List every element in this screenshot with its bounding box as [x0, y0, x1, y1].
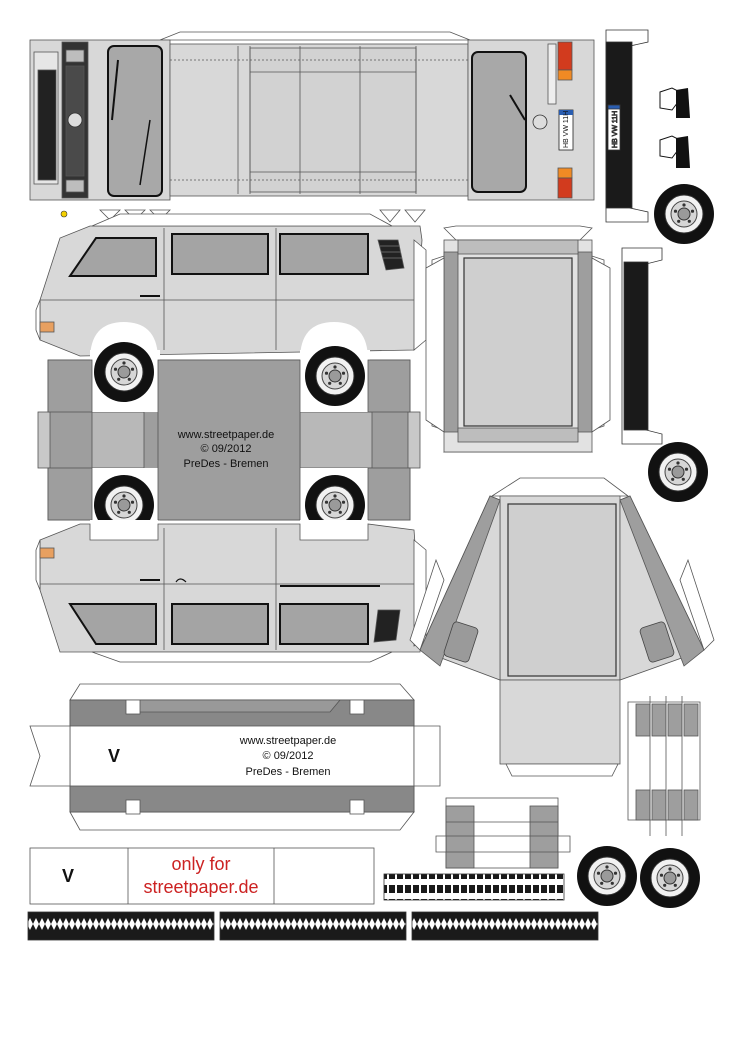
notice-strip — [29, 847, 375, 905]
notice-line-1: only for — [171, 854, 230, 874]
tire-tread-icon — [27, 873, 599, 941]
wheel-icon — [576, 845, 638, 907]
base-strip — [29, 683, 441, 831]
rear-license-plate: HB VW 11H — [558, 109, 574, 151]
credit-url: www.streetpaper.de — [177, 429, 275, 441]
side-body-lower — [35, 523, 427, 663]
cab-interior-part — [409, 477, 715, 777]
base-credit: www.streetpaper.de © 09/2012 PreDes - Br… — [239, 735, 337, 778]
vw-logo-icon — [67, 112, 83, 128]
front-bumper-part: HB VW 11H — [605, 29, 649, 223]
rear-window — [471, 51, 527, 193]
notice-text: only for streetpaper.de — [143, 854, 258, 897]
wheel-icon — [647, 441, 709, 503]
cab-seat — [639, 621, 675, 663]
credit-url-2: www.streetpaper.de — [239, 735, 337, 747]
strip-mark: V — [62, 866, 74, 886]
rear-plate-text: HB VW 11H — [563, 111, 570, 148]
credit-copyright: © 09/2012 — [201, 443, 252, 455]
wheel-icon — [93, 341, 155, 403]
indicator-icon — [60, 210, 68, 218]
pillar-parts — [627, 696, 701, 836]
vw-logo-icon — [532, 114, 548, 130]
wheel-icon — [653, 183, 715, 245]
credit-copyright-2: © 09/2012 — [263, 750, 314, 762]
credit-author-2: PreDes - Bremen — [246, 766, 331, 778]
wheel-icon — [639, 847, 701, 909]
windshield-wiper-icon — [509, 94, 526, 121]
rear-bumper-part — [621, 247, 663, 445]
side-body-upper — [35, 213, 427, 357]
front-plate-text: HB VW 11H — [612, 111, 619, 148]
credit-author: PreDes - Bremen — [184, 458, 269, 470]
roof-strip — [29, 31, 595, 223]
interior-box-upper — [425, 225, 611, 453]
mirror-icon — [659, 87, 690, 168]
front-grille — [37, 69, 57, 181]
windshield-wiper-icon — [111, 59, 119, 121]
wheel-icon — [304, 345, 366, 407]
notice-line-2: streetpaper.de — [143, 877, 258, 897]
front-windshield — [107, 45, 163, 197]
floor-credit: www.streetpaper.de © 09/2012 PreDes - Br… — [177, 429, 275, 470]
cab-seat — [443, 621, 479, 663]
seat-block-part — [435, 797, 571, 869]
floor-mark: V — [108, 746, 120, 766]
